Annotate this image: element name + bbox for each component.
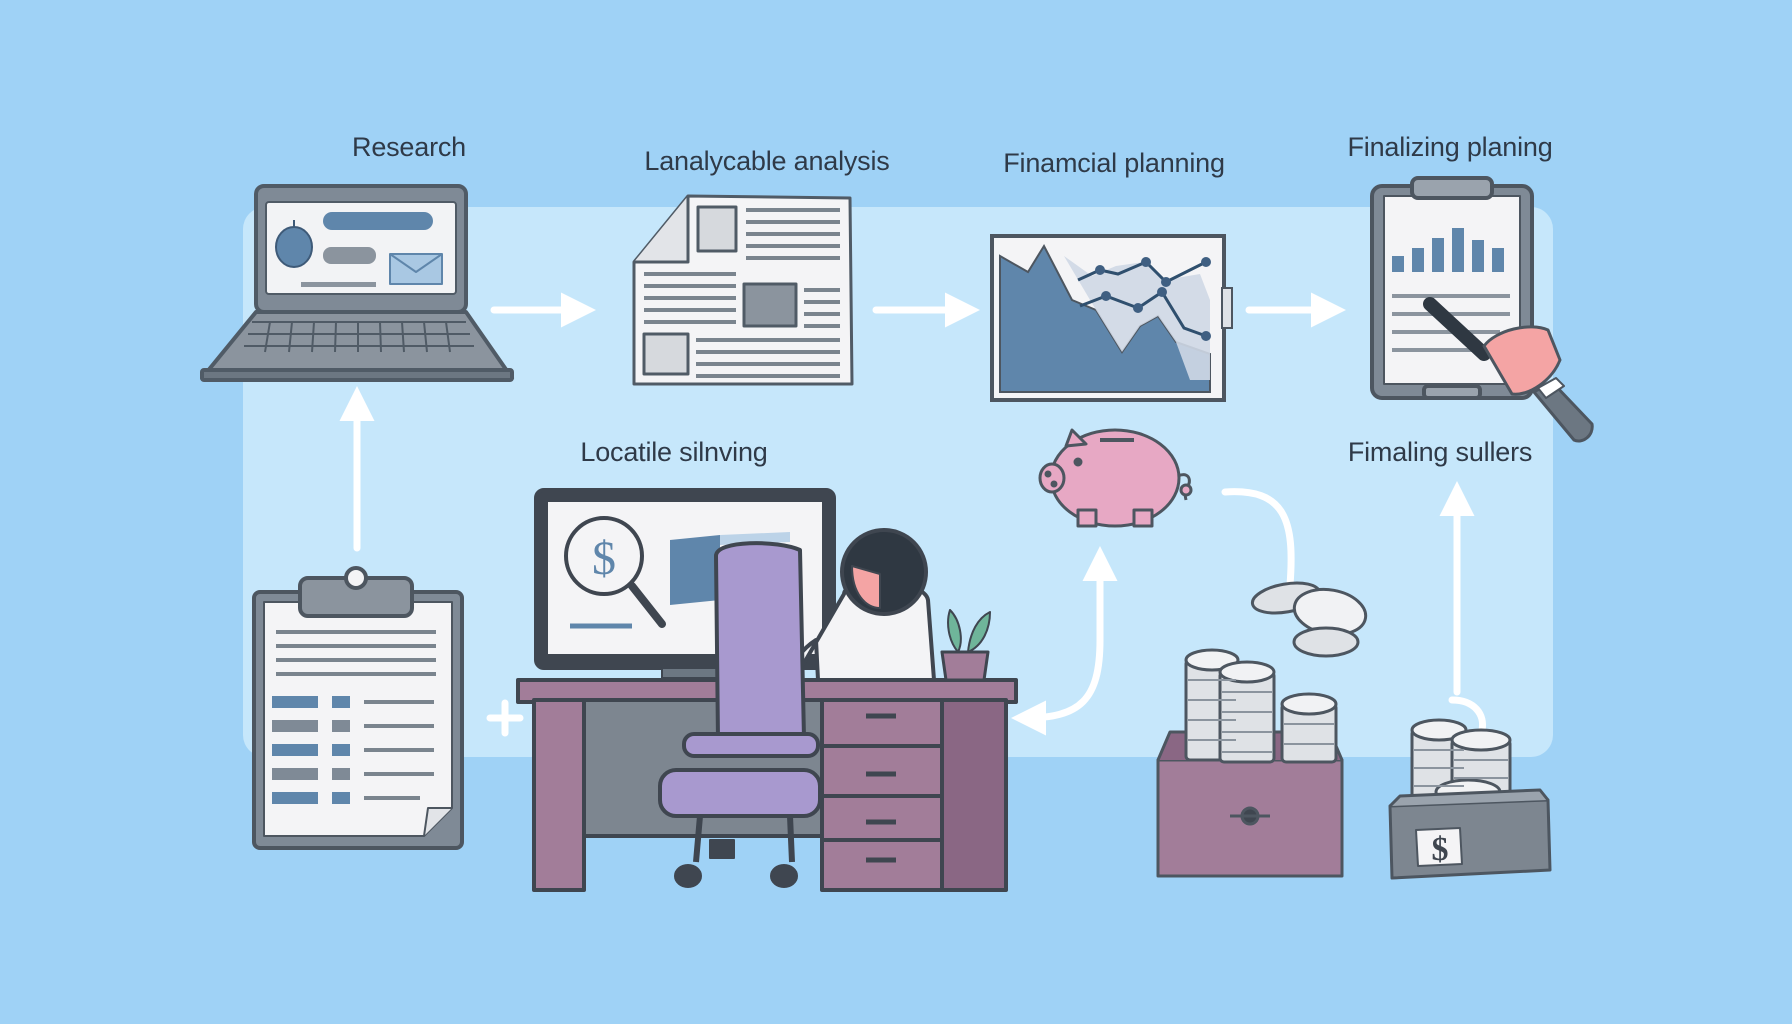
step-label-finalizing-planning: Finalizing planing xyxy=(1347,132,1553,162)
monitor-dollar-text: $ xyxy=(592,532,616,585)
step-label-research: Research xyxy=(352,132,466,162)
arrow-desk-to-piggy xyxy=(1011,546,1118,736)
clipboard-pointer-icon xyxy=(1370,176,1594,443)
step-label-locatile: Locatile silnving xyxy=(580,437,768,467)
coin-drawer-icon xyxy=(1156,581,1368,878)
laptop-icon xyxy=(200,184,514,382)
piggy-bank-icon xyxy=(1038,428,1193,528)
box-dollar-text: $ xyxy=(1432,831,1449,868)
arrow-piggy-to-coins xyxy=(1221,488,1295,589)
step-label-finaling-sullers: Fimaling sullers xyxy=(1347,437,1533,467)
flow-arrows xyxy=(339,292,1487,737)
newspaper-icon xyxy=(632,194,854,386)
step-label-financial-planning: Finamcial planning xyxy=(1003,148,1225,178)
arrow-plus-left xyxy=(486,699,524,737)
chart-board-icon xyxy=(990,234,1233,402)
arrow-finaling-curl xyxy=(1448,696,1487,734)
clipboard-report-icon xyxy=(252,566,464,850)
step-label-analysis: Lanalycable analysis xyxy=(644,146,890,176)
desk-person-icon: $ xyxy=(516,488,1018,892)
coin-box-icon: $ xyxy=(1388,718,1552,880)
